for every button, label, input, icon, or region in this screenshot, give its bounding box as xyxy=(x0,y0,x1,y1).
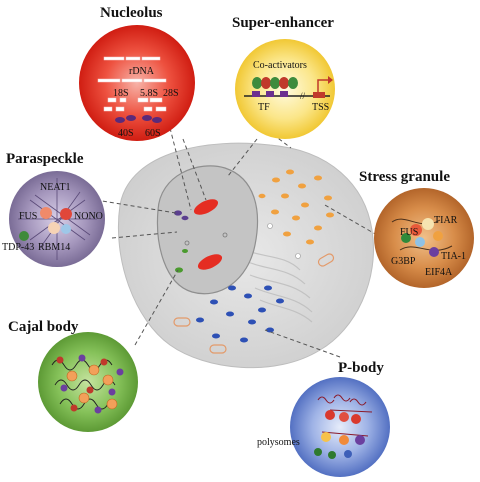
dna-break-icon: // xyxy=(300,91,306,101)
sg-protein-blue xyxy=(415,237,425,247)
sg-protein-orange xyxy=(433,231,443,241)
tss-box xyxy=(313,92,325,98)
sg-protein-green xyxy=(401,233,411,243)
nucleus-granule xyxy=(184,240,190,246)
cytoplasm-vesicle xyxy=(267,223,273,229)
cajal-body-circle xyxy=(38,332,138,432)
tia1-label: TIA-1 xyxy=(441,251,466,262)
connector-lines xyxy=(95,125,378,358)
stress-granule-title: Stress granule xyxy=(359,169,450,185)
neat1-label: NEAT1 xyxy=(40,182,71,193)
sg-protein-red xyxy=(410,224,422,236)
tdp43-protein xyxy=(19,231,29,241)
polysomes-label: polysomes xyxy=(257,437,300,448)
nucleolus-panel: Nucleolus rDNA 18S 5.8S 28S 40S 60S xyxy=(79,5,195,141)
rbm14-label: RBM14 xyxy=(38,242,70,253)
mitochondria xyxy=(173,253,335,354)
rdna-bars xyxy=(97,56,167,112)
nucleolus-circle xyxy=(79,25,195,141)
para-protein-blue xyxy=(61,224,71,234)
p-body-circle xyxy=(290,377,390,477)
58s-label: 5.8S xyxy=(140,88,158,99)
cajal-body-panel: Cajal body xyxy=(8,319,138,432)
fus-protein xyxy=(40,207,52,219)
tss-arrowhead-icon xyxy=(328,76,333,84)
mrna-strands xyxy=(391,218,453,251)
super-enhancer-panel: Super-enhancer // Co-activators TF TSS xyxy=(232,15,335,139)
60s-label: 60S xyxy=(145,128,161,139)
cajal-snrnps xyxy=(66,364,118,410)
p-bodies-in-cell xyxy=(196,285,284,343)
tf-label: TF xyxy=(258,102,270,113)
40s-label: 40S xyxy=(118,128,134,139)
nucleolus-in-cell xyxy=(193,199,219,215)
g3bp-label: G3BP xyxy=(391,256,416,267)
fus-label: FUS xyxy=(19,211,37,222)
tss-label: TSS xyxy=(312,102,329,113)
endoplasmic-reticulum xyxy=(244,249,313,323)
p-body-proteins xyxy=(314,410,365,459)
nucleus-granule-2 xyxy=(222,232,228,238)
nucleolus-title: Nucleolus xyxy=(100,5,163,21)
super-enhancer-title: Super-enhancer xyxy=(232,15,334,31)
tss-arrow-icon xyxy=(317,79,328,92)
paraspeckle-in-cell xyxy=(174,210,182,216)
cell xyxy=(117,142,374,369)
cajal-particles xyxy=(56,354,124,414)
eif4a-protein xyxy=(429,247,439,257)
super-enhancer-circle xyxy=(235,39,335,139)
coactivators-label: Co-activators xyxy=(253,60,307,71)
rdna-label: rDNA xyxy=(129,66,155,77)
cajal-in-cell xyxy=(175,267,183,273)
cajal-in-cell-2 xyxy=(182,249,188,253)
stress-granule-panel: Stress granule TIAR FUS G3BP TIA-1 EIF4A xyxy=(359,169,474,288)
stress-granule-circle xyxy=(374,188,474,288)
28s-label: 28S xyxy=(163,88,179,99)
sg-fus-label: FUS xyxy=(400,227,418,238)
tiar-label: TIAR xyxy=(434,215,458,226)
ribosome-units xyxy=(115,115,162,123)
nono-protein xyxy=(60,208,72,220)
nono-label: NONO xyxy=(74,211,103,222)
cytoplasm-vesicle-2 xyxy=(295,253,301,259)
nucleus xyxy=(156,165,259,295)
tiar-protein xyxy=(422,218,434,230)
18s-label: 18S xyxy=(113,88,129,99)
coactivator-blobs xyxy=(252,77,298,97)
eif4a-label: EIF4A xyxy=(425,267,453,278)
stress-granules-in-cell xyxy=(258,169,334,245)
cajal-body-title: Cajal body xyxy=(8,319,79,335)
tdp43-label: TDP-43 xyxy=(2,242,34,253)
rbm14-protein xyxy=(48,222,60,234)
paraspeckle-in-cell-2 xyxy=(181,215,189,221)
paraspeckle-panel: Paraspeckle NEAT1 FUS NONO TDP-43 RBM14 xyxy=(2,151,105,267)
p-body-title: P-body xyxy=(338,360,384,376)
paraspeckle-title: Paraspeckle xyxy=(6,151,84,167)
nucleolus-in-cell-2 xyxy=(197,254,223,270)
p-body-panel: P-body polysomes xyxy=(257,360,390,477)
